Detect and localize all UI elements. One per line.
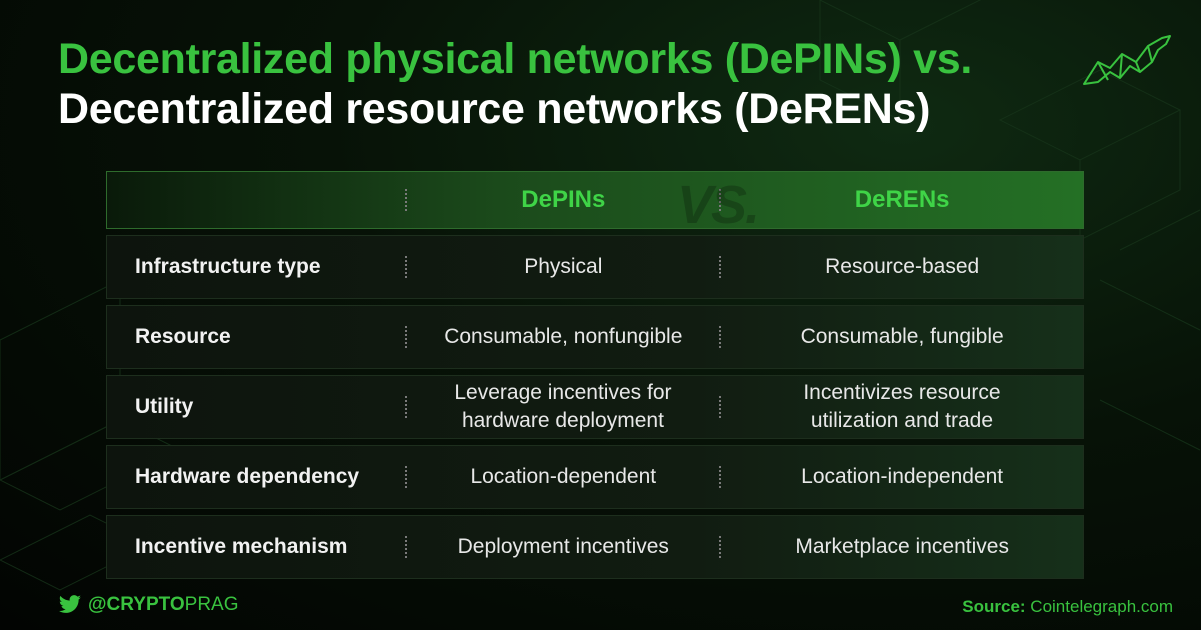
- bull-logo-icon: [1083, 35, 1171, 85]
- table-row: Utility Leverage incentives for hardware…: [106, 375, 1084, 439]
- derens-cell: Resource-based: [825, 255, 980, 278]
- column-separator: [719, 466, 722, 488]
- row-label: Incentive mechanism: [135, 535, 348, 558]
- header-derens: DeRENs: [854, 186, 950, 213]
- column-separator: [405, 536, 408, 558]
- handle-crypto: CRYPTO: [106, 594, 185, 615]
- table-row: Infrastructure type Physical Resource-ba…: [106, 235, 1084, 299]
- table-row: Resource Consumable, nonfungible Consuma…: [106, 305, 1084, 369]
- derens-cell: Consumable, fungible: [800, 325, 1004, 348]
- depins-cell: Leverage incentives for hardware deploym…: [454, 381, 672, 432]
- row-label: Infrastructure type: [135, 255, 321, 278]
- column-separator: [405, 189, 408, 211]
- derens-cell: Location-independent: [801, 465, 1004, 488]
- comparison-table: VS. DePINs DeRENs Infrastructure type Ph…: [106, 171, 1084, 579]
- source-value: Cointelegraph.com: [1030, 597, 1173, 616]
- header-depins: DePINs: [521, 186, 606, 213]
- row-label: Hardware dependency: [135, 465, 360, 488]
- source-label: Source:: [962, 597, 1026, 616]
- page-title: Decentralized physical networks (DePINs)…: [58, 34, 972, 134]
- depins-cell: Physical: [524, 255, 603, 278]
- depins-cell: Location-dependent: [470, 465, 657, 488]
- column-separator: [719, 189, 722, 211]
- handle-at: @: [88, 594, 107, 615]
- table-header: VS. DePINs DeRENs: [106, 171, 1084, 235]
- column-separator: [405, 256, 408, 278]
- depins-cell: Deployment incentives: [457, 535, 669, 558]
- derens-cell: Incentivizes resource utilization and tr…: [803, 381, 1001, 432]
- column-separator: [405, 466, 408, 488]
- column-separator: [719, 536, 722, 558]
- title-line-1: Decentralized physical networks (DePINs)…: [58, 35, 973, 83]
- column-separator: [404, 396, 407, 418]
- depins-cell: Consumable, nonfungible: [444, 325, 683, 348]
- table-row: Incentive mechanism Deployment incentive…: [106, 515, 1084, 579]
- column-separator: [719, 326, 722, 348]
- column-separator: [718, 396, 721, 418]
- column-separator: [719, 256, 722, 278]
- derens-cell: Marketplace incentives: [795, 535, 1009, 558]
- column-separator: [405, 326, 408, 348]
- row-label: Utility: [135, 395, 194, 418]
- twitter-bird-icon: [58, 595, 81, 613]
- title-line-2: Decentralized resource networks (DeRENs): [58, 85, 931, 133]
- handle-prag: PRAG: [184, 594, 239, 615]
- row-label: Resource: [135, 325, 231, 348]
- vs-watermark: VS.: [677, 175, 760, 235]
- table-row: Hardware dependency Location-dependent L…: [106, 445, 1084, 509]
- source-credit: Source: Cointelegraph.com: [962, 597, 1173, 617]
